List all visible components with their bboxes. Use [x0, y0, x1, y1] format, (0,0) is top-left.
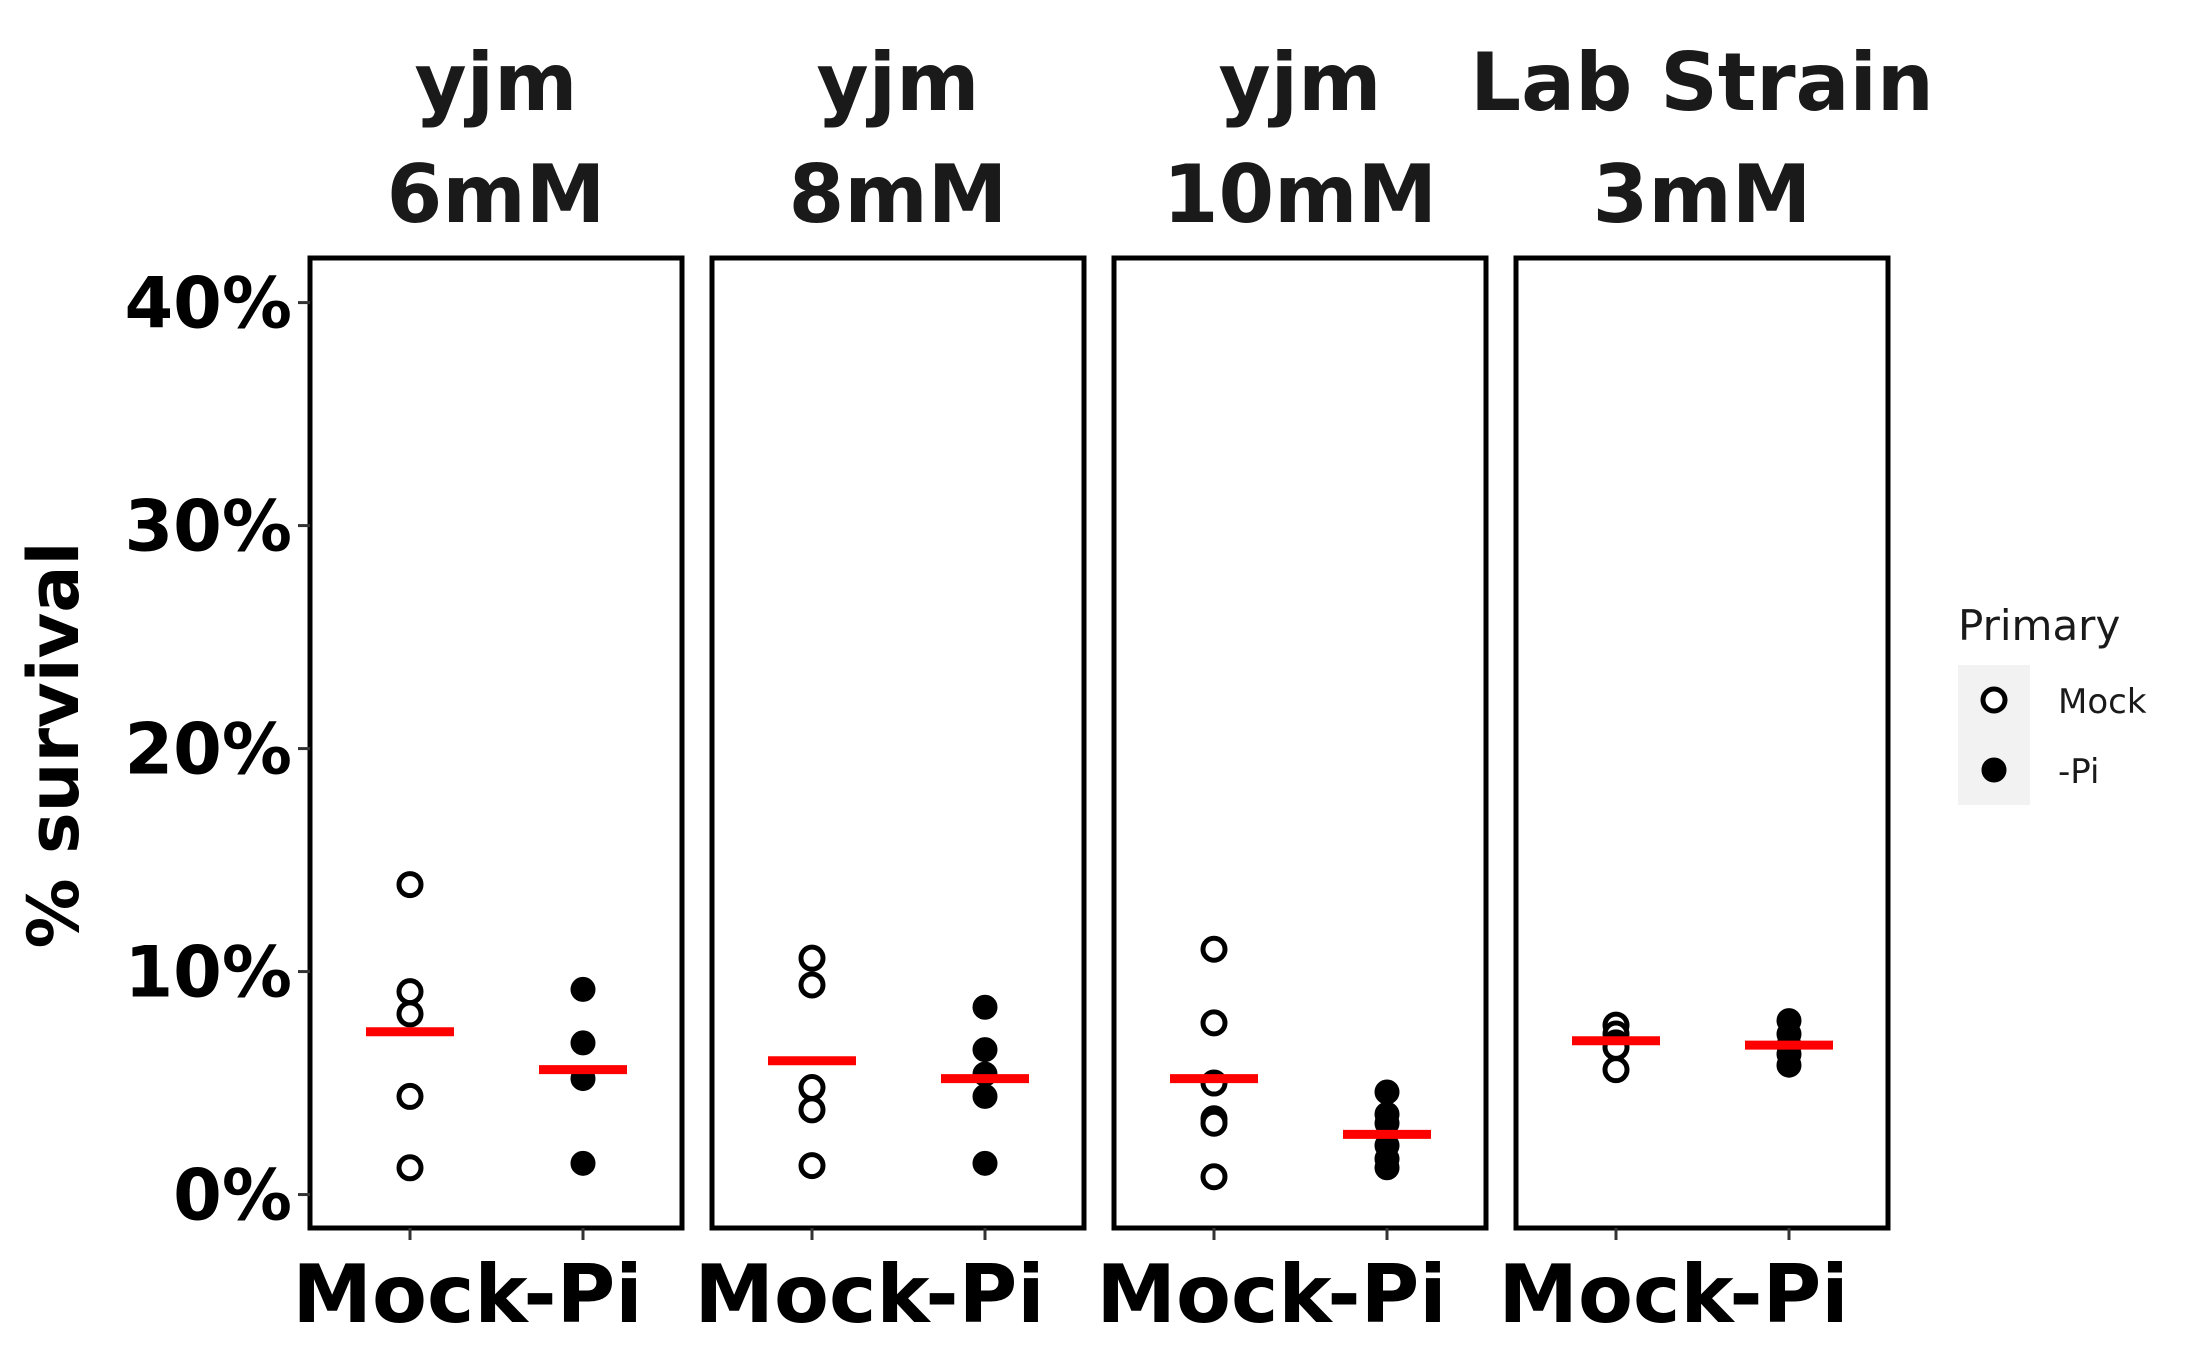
mock-point: [1200, 1009, 1228, 1037]
facet-title-line2: 3mM: [1593, 148, 1812, 241]
mock-point: [396, 1082, 424, 1110]
pi-point: [972, 1150, 998, 1176]
pi-point: [1374, 1079, 1400, 1105]
facet-title-line2: 6mM: [387, 148, 606, 241]
facet-panel: yjm 8mM Mock-Pi: [694, 36, 1087, 1341]
mock-point: [1200, 1163, 1228, 1191]
x-tick-label: Mock: [292, 1248, 529, 1341]
facet-panel: yjm 10mM Mock-Pi: [1096, 36, 1489, 1341]
y-tick-label: 0%: [173, 1155, 292, 1237]
mock-point: [798, 1074, 826, 1102]
panel-border: [307, 255, 685, 1231]
pi-point: [570, 1030, 596, 1056]
pi-point: [1374, 1155, 1400, 1181]
x-tick-label: -Pi: [925, 1248, 1044, 1341]
panel-border: [1513, 255, 1891, 1231]
mock-point: [1200, 1109, 1228, 1137]
x-tick-label: Mock: [694, 1248, 931, 1341]
facet-panel: Lab Strain 3mM Mock-Pi: [1470, 36, 1934, 1341]
x-tick-label: -Pi: [1327, 1248, 1446, 1341]
mock-point: [798, 971, 826, 999]
mock-point: [798, 944, 826, 972]
panel-border: [709, 255, 1087, 1231]
pi-point: [972, 1083, 998, 1109]
legend-open-circle-icon: [1980, 686, 2008, 714]
y-tick-label: 20%: [124, 709, 292, 791]
facet-panels: yjm6mMMock-Piyjm8mMMock-Piyjm10mMMock-Pi…: [292, 36, 1933, 1341]
x-tick-label: -Pi: [523, 1248, 642, 1341]
facet-title-line1: yjm: [817, 36, 980, 129]
y-axis-title: % survival: [13, 541, 95, 948]
facet-title-line2: 8mM: [789, 148, 1008, 241]
mock-point: [396, 1154, 424, 1182]
mock-point: [798, 1096, 826, 1124]
facet-title-line1: yjm: [1219, 36, 1382, 129]
mock-point: [396, 871, 424, 899]
mock-point: [396, 1000, 424, 1028]
mock-point: [798, 1152, 826, 1180]
panel-border: [1111, 255, 1489, 1231]
pi-point: [570, 1150, 596, 1176]
y-tick-label: 30%: [124, 486, 292, 568]
pi-point: [570, 976, 596, 1002]
facet-title-line1: yjm: [415, 36, 578, 129]
pi-point: [972, 1037, 998, 1063]
mock-point: [1602, 1056, 1630, 1084]
facet-panel: yjm 6mM Mock-Pi: [292, 36, 685, 1341]
y-axis: 0% 10% 20% 30% 40%: [124, 263, 310, 1237]
facet-title-line2: 10mM: [1163, 148, 1437, 241]
x-tick-label: -Pi: [1729, 1248, 1848, 1341]
pi-point: [972, 994, 998, 1020]
legend-entry-label: Mock: [2058, 682, 2147, 722]
facet-title-line1: Lab Strain: [1470, 36, 1934, 129]
pi-point: [1776, 1052, 1802, 1078]
mock-point: [1200, 935, 1228, 963]
legend-title: Primary: [1958, 601, 2120, 650]
y-tick-label: 40%: [124, 263, 292, 345]
legend-filled-circle-icon: [1981, 757, 2007, 783]
legend-key-background: [1958, 665, 2030, 805]
x-tick-label: Mock: [1498, 1248, 1735, 1341]
x-tick-label: Mock: [1096, 1248, 1333, 1341]
y-tick-label: 10%: [124, 932, 292, 1014]
mock-point: [396, 978, 424, 1006]
legend-entry-label: -Pi: [2058, 752, 2099, 792]
